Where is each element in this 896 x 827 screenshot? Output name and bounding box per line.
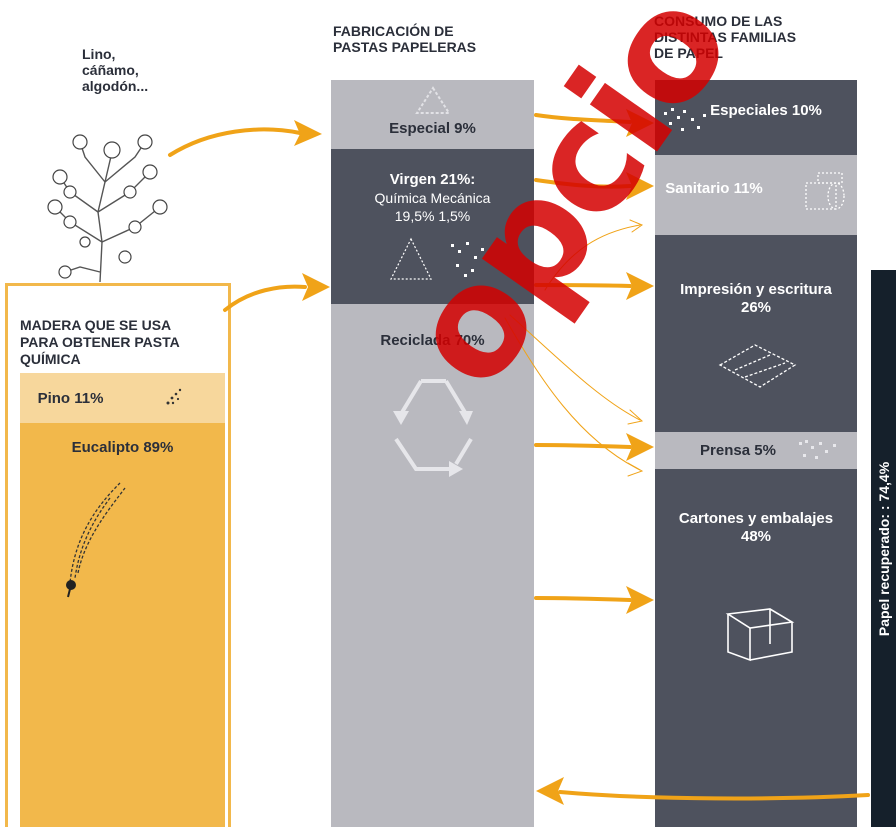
arrow-reciclada-to-prensa — [534, 443, 632, 449]
recovered-paper-bar — [871, 270, 896, 827]
arrow-recovered-to-reciclada — [558, 790, 870, 801]
eucalipto-box: Eucalipto 89% — [20, 423, 225, 827]
cotton-plant-icon — [47, 134, 168, 283]
manufacturing-title: FABRICACIÓN DE PASTAS PAPELERAS — [333, 23, 536, 55]
cardboard-box-icon — [725, 608, 795, 662]
arrowhead-6 — [626, 433, 654, 461]
especiales-pattern-icon — [664, 108, 706, 131]
virgen-pattern-icon — [390, 237, 484, 280]
pine-branch-icon — [166, 388, 182, 405]
eucalipto-label: Eucalipto 89% — [71, 439, 174, 456]
manufacturing-title-line-2: PASTAS PAPELERAS — [333, 39, 477, 55]
lino-title: Lino, cáñamo, algodón... — [82, 46, 192, 94]
prensa-label: Prensa 5% — [700, 442, 776, 459]
arrowhead-2 — [302, 273, 330, 301]
consumption-title-line-2: DISTINTAS FAMILIAS — [654, 29, 797, 45]
arrow-especial-to-especiales — [534, 113, 632, 124]
consumption-title-line-3: DE PAPEL — [654, 45, 723, 61]
manufacturing-title-line-1: FABRICACIÓN DE — [333, 23, 454, 39]
arrowhead-5 — [626, 272, 654, 300]
thin-arrow-to-prensa — [509, 314, 641, 421]
lino-title-text: Lino, cáñamo, algodón... — [82, 46, 149, 94]
arrowhead-7 — [626, 586, 654, 614]
especial-label: Especial 9% — [389, 120, 476, 137]
arrowhead-3 — [626, 109, 654, 137]
reciclada-label: Reciclada 70% — [380, 332, 485, 349]
especial-box: Especial 9% — [331, 80, 534, 149]
writing-icon — [718, 344, 797, 388]
virgen-label: Virgen 21%: — [389, 171, 476, 188]
impresion-label-2: 26% — [740, 299, 772, 316]
pino-box: Pino 11% — [20, 373, 225, 423]
eucalyptus-leaf-icon — [66, 482, 126, 598]
virgen-sub-2: 19,5% 1,5% — [394, 208, 471, 224]
sanitario-box: Sanitario 11% — [655, 155, 857, 235]
reciclada-box: Reciclada 70% — [331, 304, 534, 827]
impresion-box: Impresión y escritura 26% — [655, 235, 857, 432]
cartones-label-1: Cartones y embalajes — [678, 510, 834, 527]
arrow-wood-to-virgen — [223, 284, 307, 312]
cartones-label-2: 48% — [740, 528, 772, 545]
consumption-title-line-1: CONSUMO DE LAS — [654, 13, 783, 29]
arrow-virgen-to-impresion — [534, 283, 632, 288]
thin-arrow-to-sanitario — [544, 224, 641, 291]
impresion-label-1: Impresión y escritura — [680, 281, 832, 298]
wood-title: MADERA QUE SE USA PARA OBTENER PASTA QUÍ… — [20, 317, 225, 368]
virgen-sub-1: Química Mecánica — [374, 190, 491, 206]
prensa-box: Prensa 5% — [655, 432, 857, 469]
arrowhead-8 — [536, 777, 564, 805]
wood-title-line-2: PARA OBTENER PASTA — [20, 334, 180, 350]
arrow-lino-to-especial — [168, 127, 302, 157]
wood-title-line-1: MADERA QUE SE USA — [20, 317, 172, 333]
especiales-box: Especiales 10% — [655, 80, 857, 155]
thin-arrow-to-cartones — [504, 317, 641, 471]
pino-label: Pino 11% — [37, 390, 104, 407]
consumption-title: CONSUMO DE LAS DISTINTAS FAMILIAS DE PAP… — [654, 13, 856, 61]
sanitario-label: Sanitario 11% — [665, 180, 763, 197]
arrow-virgen-to-sanitario — [534, 178, 632, 189]
recycle-icon — [393, 379, 473, 477]
virgen-box: Virgen 21%: Química Mecánica 19,5% 1,5% — [331, 149, 534, 304]
wood-title-line-3: QUÍMICA — [20, 351, 81, 367]
arrow-reciclada-to-cartones — [534, 596, 632, 602]
newspaper-icon — [799, 440, 836, 459]
arrowhead-4 — [626, 172, 654, 200]
toilet-roll-icon — [805, 172, 845, 210]
recycle-small-icon — [415, 86, 451, 114]
cartones-box: Cartones y embalajes 48% — [655, 469, 857, 827]
especiales-label: Especiales 10% — [710, 102, 822, 119]
arrowhead-1 — [294, 120, 322, 146]
